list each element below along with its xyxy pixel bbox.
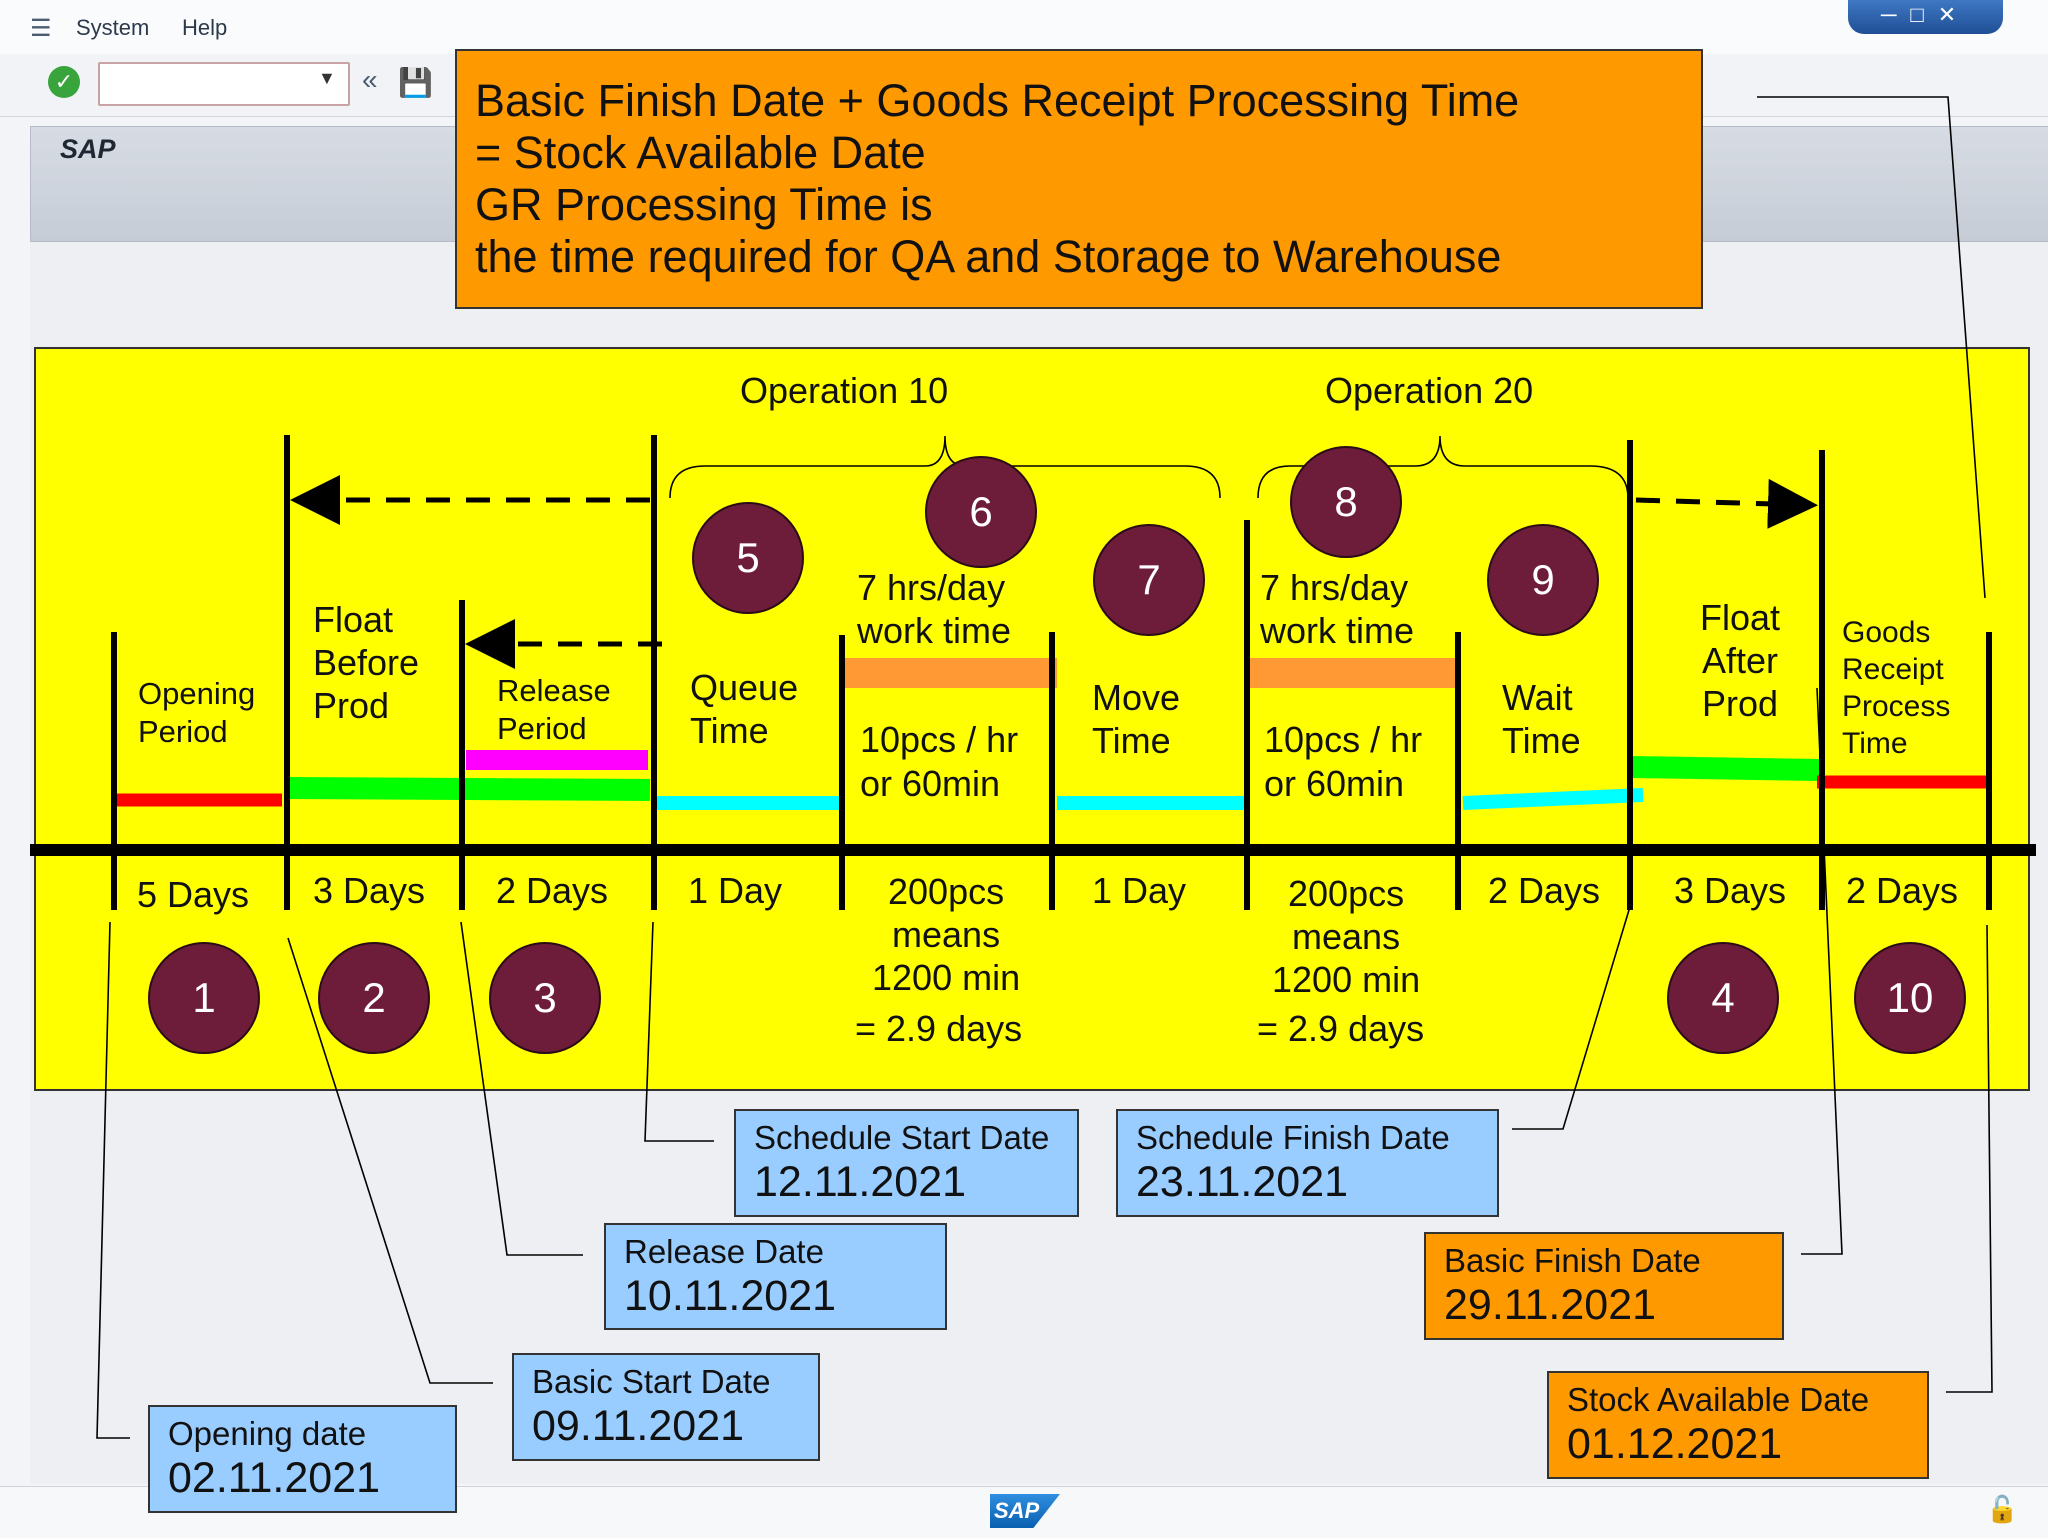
- connector-lines: [96, 96, 1993, 1439]
- schedule-start-date-box: Schedule Start Date 12.11.2021: [734, 1109, 1079, 1217]
- op10-duration: 200pcs means 1200 min: [872, 871, 1021, 998]
- opening-duration: 5 Days: [137, 874, 250, 915]
- menu-help[interactable]: Help: [182, 15, 228, 40]
- op20-work-time-label: 7 hrs/day work time: [1260, 567, 1415, 651]
- step-marker-4: 4: [1667, 942, 1779, 1054]
- op20-duration: 200pcs means 1200 min: [1272, 873, 1421, 1000]
- op20-rate-label: 10pcs / hr or 60min: [1264, 719, 1423, 804]
- step-marker-10: 10: [1854, 942, 1966, 1054]
- window-controls[interactable]: ─□✕: [1848, 0, 2003, 34]
- op10-work-time-label: 7 hrs/day work time: [857, 567, 1012, 651]
- menu-bar: [0, 0, 2048, 54]
- operation-20-label: Operation 20: [1325, 370, 1534, 411]
- step-marker-2: 2: [318, 942, 430, 1054]
- float-before-prod-label: Float Before Prod: [313, 599, 420, 726]
- schedule-finish-date-value: 23.11.2021: [1136, 1158, 1349, 1206]
- release-duration: 2 Days: [496, 870, 609, 911]
- opening-date-label: Opening date: [168, 1415, 367, 1452]
- command-field[interactable]: [98, 62, 350, 106]
- step-marker-9: 9: [1487, 524, 1599, 636]
- op10-rate-label: 10pcs / hr or 60min: [860, 719, 1019, 804]
- dashed-arrows: [290, 475, 1818, 669]
- schedule-finish-date-label: Schedule Finish Date: [1136, 1119, 1450, 1156]
- opening-period-label: Opening Period: [138, 676, 256, 749]
- float-before-duration: 3 Days: [313, 870, 426, 911]
- operation-braces: [669, 435, 1629, 499]
- basic-finish-date-label: Basic Finish Date: [1444, 1242, 1701, 1279]
- step-marker-7: 7: [1093, 524, 1205, 636]
- formula-line: Basic Finish Date + Goods Receipt Proces…: [475, 75, 1520, 126]
- formula-box: Basic Finish Date + Goods Receipt Proces…: [455, 49, 1703, 309]
- release-date-label: Release Date: [624, 1233, 824, 1270]
- gr-duration: 2 Days: [1846, 870, 1959, 911]
- operation-10-label: Operation 10: [740, 370, 949, 411]
- stock-available-date-box: Stock Available Date 01.12.2021: [1547, 1371, 1929, 1479]
- duration-bars: [116, 658, 1987, 810]
- release-date-value: 10.11.2021: [624, 1272, 837, 1320]
- float-after-duration: 3 Days: [1674, 870, 1787, 911]
- release-period-label: Release Period: [497, 673, 611, 746]
- wait-time-label: Wait Time: [1502, 677, 1581, 761]
- schedule-finish-date-box: Schedule Finish Date 23.11.2021: [1116, 1109, 1499, 1217]
- basic-start-date-box: Basic Start Date 09.11.2021: [512, 1353, 820, 1461]
- schedule-start-date-label: Schedule Start Date: [754, 1119, 1050, 1156]
- release-date-box: Release Date 10.11.2021: [604, 1223, 947, 1330]
- step-marker-1: 1: [148, 942, 260, 1054]
- queue-time-label: Queue Time: [690, 667, 799, 751]
- basic-finish-date-value: 29.11.2021: [1444, 1281, 1657, 1329]
- dropdown-arrow-icon[interactable]: ▼: [318, 68, 336, 88]
- op10-days: = 2.9 days: [855, 1008, 1023, 1049]
- formula-line: the time required for QA and Storage to …: [475, 231, 1502, 282]
- op20-days: = 2.9 days: [1257, 1008, 1425, 1049]
- queue-duration: 1 Day: [688, 870, 783, 911]
- opening-date-value: 02.11.2021: [168, 1454, 381, 1502]
- menu-icon[interactable]: ☰: [30, 15, 52, 42]
- move-time-label: Move Time: [1092, 677, 1181, 761]
- stock-available-date-label: Stock Available Date: [1567, 1381, 1870, 1418]
- formula-line: GR Processing Time is: [475, 179, 933, 230]
- stock-available-date-value: 01.12.2021: [1567, 1420, 1783, 1468]
- step-marker-5: 5: [692, 502, 804, 614]
- step-marker-8: 8: [1290, 446, 1402, 558]
- collapse-arrows-icon[interactable]: «: [362, 64, 378, 95]
- enter-check-icon[interactable]: ✓: [48, 66, 80, 98]
- schedule-start-date-value: 12.11.2021: [754, 1158, 967, 1206]
- step-marker-3: 3: [489, 942, 601, 1054]
- save-icon[interactable]: 💾: [398, 67, 433, 98]
- basic-start-date-label: Basic Start Date: [532, 1363, 771, 1400]
- move-duration: 1 Day: [1092, 870, 1187, 911]
- formula-line: = Stock Available Date: [475, 127, 926, 178]
- step-marker-6: 6: [925, 456, 1037, 568]
- menu-system[interactable]: System: [76, 15, 150, 40]
- wait-duration: 2 Days: [1488, 870, 1601, 911]
- basic-start-date-value: 09.11.2021: [532, 1402, 745, 1450]
- opening-date-box: Opening date 02.11.2021: [148, 1405, 457, 1513]
- float-after-prod-label: Float After Prod: [1700, 597, 1781, 724]
- basic-finish-date-box: Basic Finish Date 29.11.2021: [1424, 1232, 1784, 1340]
- gr-process-time-label: Goods Receipt Process Time: [1842, 616, 1951, 760]
- timeline-dividers: [111, 435, 1992, 910]
- screen-title: SAP: [60, 134, 116, 164]
- lock-icon[interactable]: 🔓: [1986, 1494, 2019, 1524]
